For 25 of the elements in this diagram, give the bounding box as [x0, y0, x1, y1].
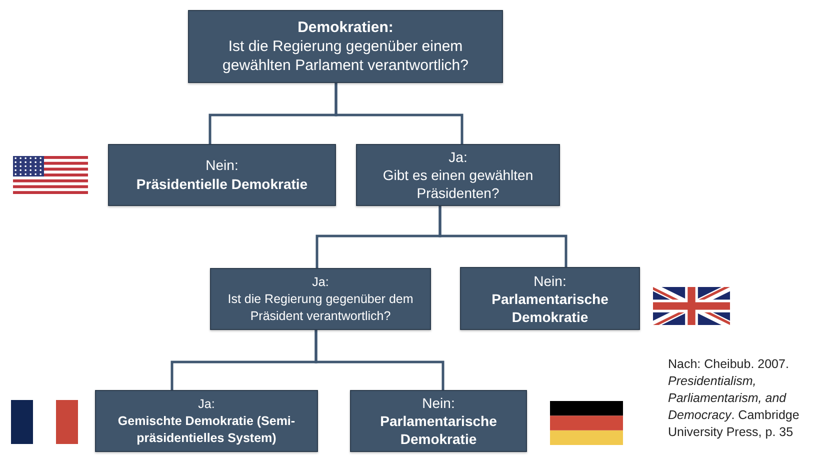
- connector-line: [314, 330, 444, 390]
- answer-label: Ja:: [312, 274, 329, 290]
- question-text: Gibt es einen gewählten Präsidenten?: [382, 166, 534, 202]
- citation-note: Nach: Cheibub. 2007. Presidentialism, Parliamentarism, and Democracy. Cambridge University Press, p. 35: [668, 356, 800, 441]
- box-heading: Demokratien:: [298, 18, 394, 37]
- outcome-text: Gemischte Demokratie (Semi-präsidentielles System): [116, 412, 296, 446]
- connector-line: [334, 83, 464, 144]
- outcome-box: [108, 144, 336, 206]
- outcome-text: Präsidentielle Demokratie: [136, 175, 308, 194]
- outcome-text: Parlamentarische Demokratie: [379, 412, 498, 448]
- outcome-text: Parlamentarische Demokratie: [490, 290, 610, 326]
- question-box: [210, 268, 431, 330]
- question-box: [356, 144, 560, 206]
- answer-label: Ja:: [198, 396, 215, 412]
- answer-label: Nein:: [534, 272, 566, 290]
- question-text: Ist die Regierung gegenüber dem Präsident verantwortlich?: [226, 290, 414, 324]
- answer-label: Nein:: [206, 156, 238, 175]
- question-text: Ist die Regierung gegenüber einem gewählten Parlament verantwortlich?: [222, 37, 470, 75]
- answer-label: Ja:: [448, 148, 468, 166]
- outcome-box: [95, 390, 318, 452]
- answer-label: Nein:: [422, 394, 455, 412]
- outcome-box: [350, 390, 527, 452]
- question-box: [188, 10, 503, 83]
- connector-line: [438, 206, 568, 267]
- outcome-box: [460, 267, 640, 330]
